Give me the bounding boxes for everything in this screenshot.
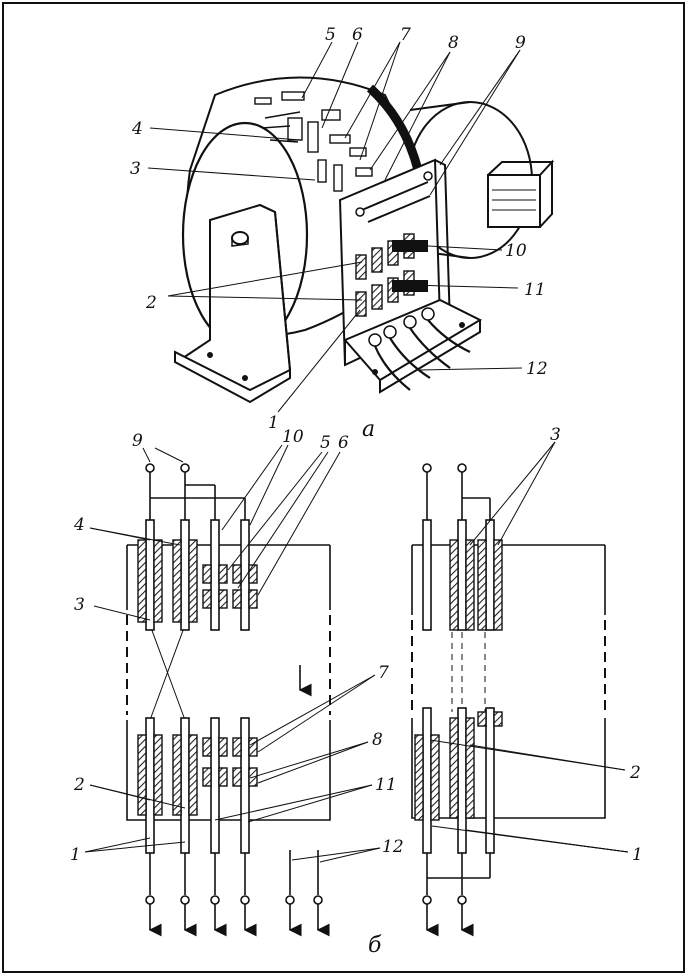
part-a-caption: а bbox=[362, 417, 375, 442]
terminal-circle-icon bbox=[145, 895, 155, 905]
mounting-hole-icon bbox=[372, 369, 378, 375]
callout-5: 5 bbox=[320, 433, 331, 453]
terminal-circle-icon bbox=[180, 463, 190, 473]
callout-4: 4 bbox=[131, 119, 143, 139]
callout-12: 12 bbox=[382, 837, 404, 857]
part-a-callouts: 1 2 3 4 5 6 7 8 9 10 11 12 bbox=[130, 25, 548, 433]
callout-4: 4 bbox=[73, 515, 85, 535]
callout-9: 9 bbox=[515, 33, 526, 53]
callout-8: 8 bbox=[372, 730, 383, 750]
callout-1: 1 bbox=[70, 845, 81, 865]
callout-5: 5 bbox=[325, 25, 336, 45]
terminal-circle-icon bbox=[210, 895, 220, 905]
callout-7: 7 bbox=[378, 663, 389, 683]
terminal-circle-icon bbox=[145, 463, 155, 473]
terminal-circle-icon bbox=[422, 463, 432, 473]
callout-1: 1 bbox=[632, 845, 643, 865]
part-a-leaders bbox=[147, 41, 523, 413]
mounting-hole-icon bbox=[207, 352, 213, 358]
left-support bbox=[174, 203, 292, 404]
callout-3: 3 bbox=[74, 595, 85, 615]
terminal-circle-icon bbox=[422, 895, 432, 905]
terminal-circle-icon bbox=[457, 463, 467, 473]
callout-9: 9 bbox=[132, 431, 143, 451]
terminal-circle-icon bbox=[457, 895, 467, 905]
terminal-circle-icon bbox=[313, 895, 323, 905]
callout-1: 1 bbox=[268, 413, 279, 433]
callout-6: 6 bbox=[352, 25, 363, 45]
callout-2: 2 bbox=[629, 763, 641, 783]
motor-housing bbox=[407, 101, 555, 259]
contact-panel bbox=[338, 158, 483, 394]
part-b-right-scheme: 3 2 1 bbox=[411, 425, 643, 937]
callout-8: 8 bbox=[448, 33, 459, 53]
callout-10: 10 bbox=[505, 241, 527, 261]
callout-11: 11 bbox=[524, 280, 546, 300]
callout-2: 2 bbox=[73, 775, 85, 795]
callout-10: 10 bbox=[282, 427, 304, 447]
mounting-hole-icon bbox=[459, 322, 465, 328]
terminal-circle-icon bbox=[180, 895, 190, 905]
terminal-circle-icon bbox=[285, 895, 295, 905]
callout-3: 3 bbox=[130, 159, 141, 179]
terminal-circle-icon bbox=[240, 895, 250, 905]
callout-7: 7 bbox=[400, 25, 411, 45]
callout-11: 11 bbox=[375, 775, 397, 795]
mounting-hole-icon bbox=[242, 375, 248, 381]
callout-6: 6 bbox=[338, 433, 349, 453]
callout-2: 2 bbox=[145, 293, 157, 313]
part-b-left-callouts: 9 10 5 6 4 3 7 8 2 11 1 12 bbox=[70, 427, 404, 865]
callout-3: 3 bbox=[550, 425, 561, 445]
part-b-right-callouts: 3 2 1 bbox=[550, 425, 643, 865]
part-b-caption: б bbox=[368, 933, 382, 958]
part-b-left-scheme: 9 10 5 6 4 3 7 8 2 11 1 12 bbox=[70, 427, 404, 937]
callout-12: 12 bbox=[526, 359, 548, 379]
part-a-drawing: 1 2 3 4 5 6 7 8 9 10 11 12 а bbox=[130, 25, 555, 442]
